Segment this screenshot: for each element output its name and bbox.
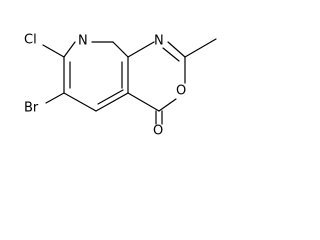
bond-c4-c4a xyxy=(127,92,160,112)
atom-label-cl: Cl xyxy=(24,33,37,48)
atom-label-o-carbonyl: O xyxy=(153,124,163,139)
bond-n1-c7 xyxy=(63,41,76,58)
atom-label-n-oxazine: N xyxy=(154,34,164,49)
bond-n3-c2-inner xyxy=(162,47,180,62)
chemical-structure: Cl Br N N O O xyxy=(24,33,217,139)
bond-o1-c4 xyxy=(158,98,177,112)
bond-c8a-n3 xyxy=(127,41,155,58)
bond-c7-cl xyxy=(42,44,65,58)
atom-label-o-ring: O xyxy=(176,84,186,99)
bond-c6-c5 xyxy=(63,92,97,112)
bond-n3-c2 xyxy=(167,41,186,58)
atom-label-n-pyridine: N xyxy=(78,34,88,49)
bond-c8a-c4a-top xyxy=(112,41,129,58)
bond-c6-br xyxy=(45,92,65,104)
bond-c2-methyl xyxy=(184,38,217,58)
atom-label-br: Br xyxy=(24,101,39,116)
bond-c5-c4a xyxy=(95,92,129,112)
bond-c5-c4a-inner xyxy=(97,89,124,105)
